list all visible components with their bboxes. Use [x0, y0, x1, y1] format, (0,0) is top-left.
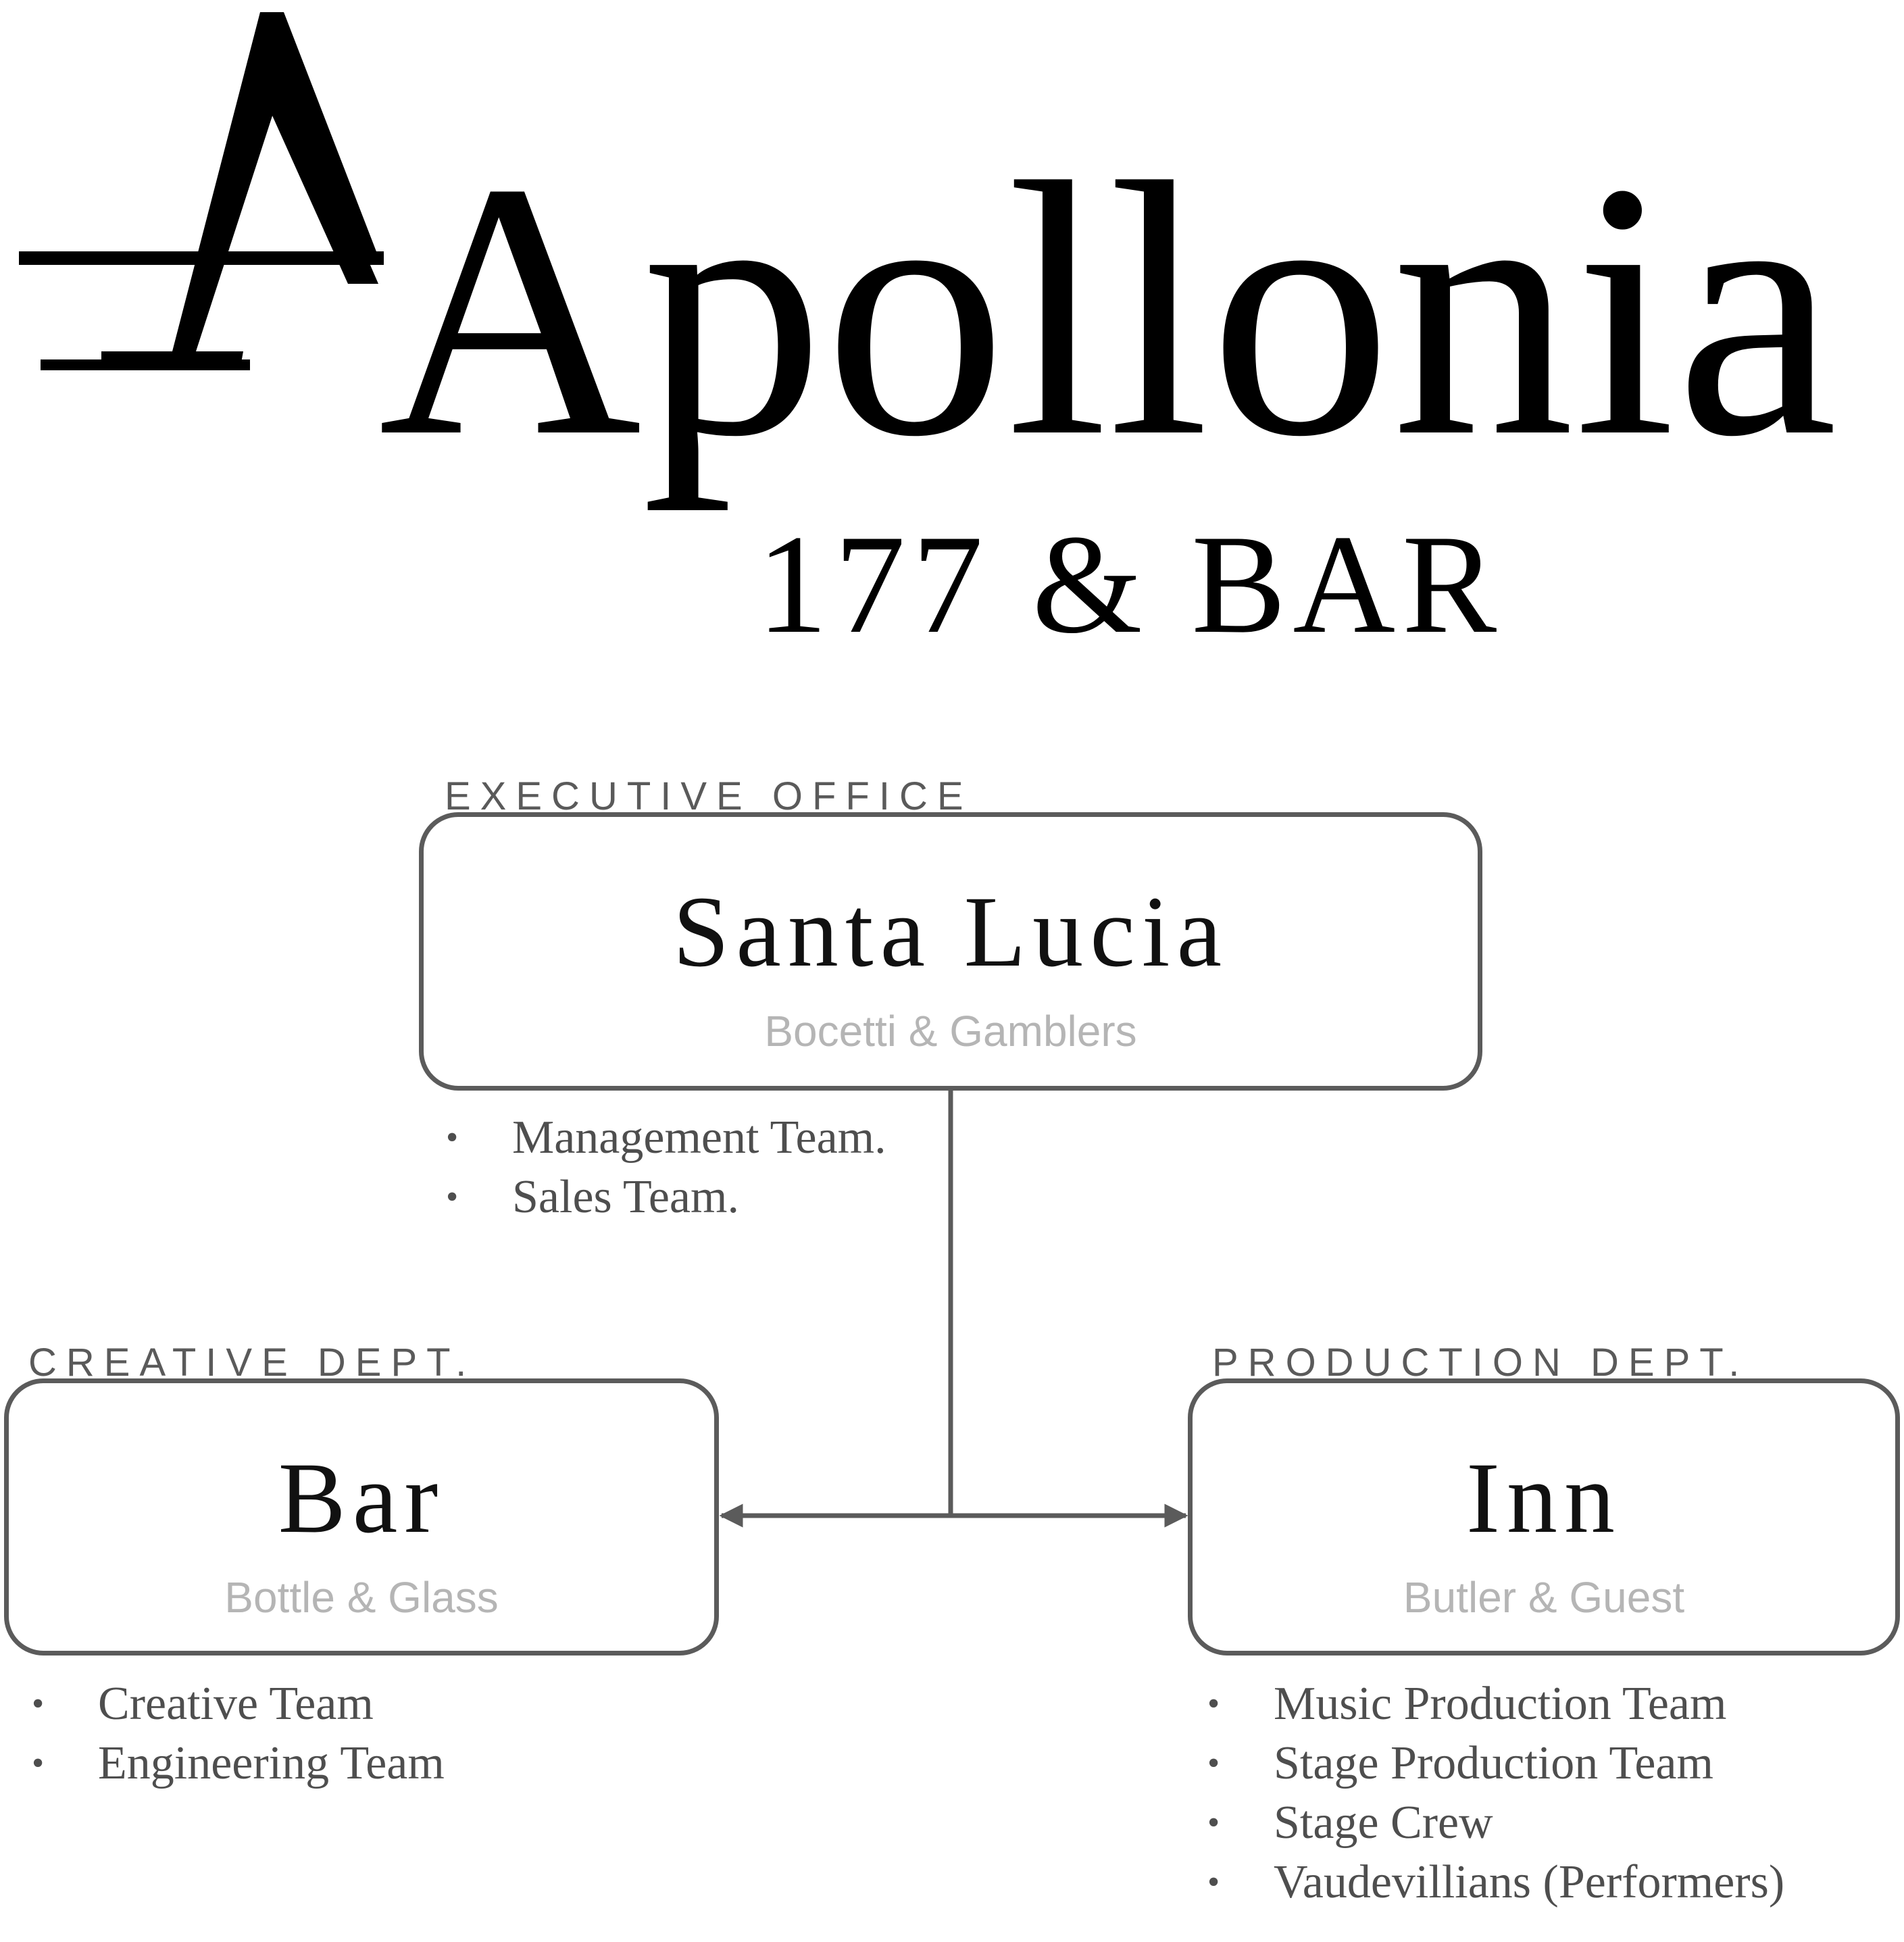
bullet-icon: • — [446, 1178, 459, 1216]
list-item: •Vaudevillians (Performers) — [1204, 1853, 1784, 1912]
logo-wordmark: Apollonia — [378, 107, 1838, 512]
dept-label-creative: CREATIVE DEPT. — [28, 1341, 476, 1385]
bullet-icon: • — [32, 1685, 45, 1723]
bullet-icon: • — [1207, 1744, 1220, 1783]
list-item: •Stage Crew — [1204, 1793, 1784, 1853]
node-title: Inn — [1466, 1442, 1622, 1554]
list-item: •Sales Team. — [443, 1168, 886, 1227]
node-subtitle: Butler & Guest — [1403, 1573, 1685, 1622]
node-title: Santa Lucia — [672, 876, 1229, 988]
bullet-icon: • — [32, 1744, 45, 1783]
node-subtitle: Bocetti & Gamblers — [764, 1007, 1137, 1055]
creative-team-list: •Creative Team •Engineering Team — [28, 1674, 445, 1793]
node-title: Bar — [278, 1442, 445, 1554]
list-item: •Stage Production Team — [1204, 1734, 1784, 1793]
bullet-icon: • — [1207, 1863, 1220, 1901]
node-santa-lucia: Santa Lucia Bocetti & Gamblers — [419, 812, 1482, 1091]
list-item: •Creative Team — [28, 1674, 445, 1734]
list-item: •Engineering Team — [28, 1734, 445, 1793]
node-bar: Bar Bottle & Glass — [4, 1378, 719, 1655]
bullet-icon: • — [1207, 1685, 1220, 1723]
list-item: •Management Team. — [443, 1108, 886, 1168]
dept-label-production: PRODUCTION DEPT. — [1212, 1341, 1749, 1385]
bullet-icon: • — [446, 1118, 459, 1157]
node-inn: Inn Butler & Guest — [1188, 1378, 1900, 1655]
dept-label-executive: EXECUTIVE OFFICE — [445, 774, 973, 818]
node-subtitle: Bottle & Glass — [224, 1573, 499, 1622]
executive-team-list: •Management Team. •Sales Team. — [443, 1108, 886, 1227]
apollonia-logo: Apollonia 177 & BAR — [19, 12, 1838, 663]
production-team-list: •Music Production Team •Stage Production… — [1204, 1674, 1784, 1912]
logo-tagline: 177 & BAR — [757, 506, 1503, 663]
bullet-icon: • — [1207, 1803, 1220, 1842]
list-item: •Music Production Team — [1204, 1674, 1784, 1734]
